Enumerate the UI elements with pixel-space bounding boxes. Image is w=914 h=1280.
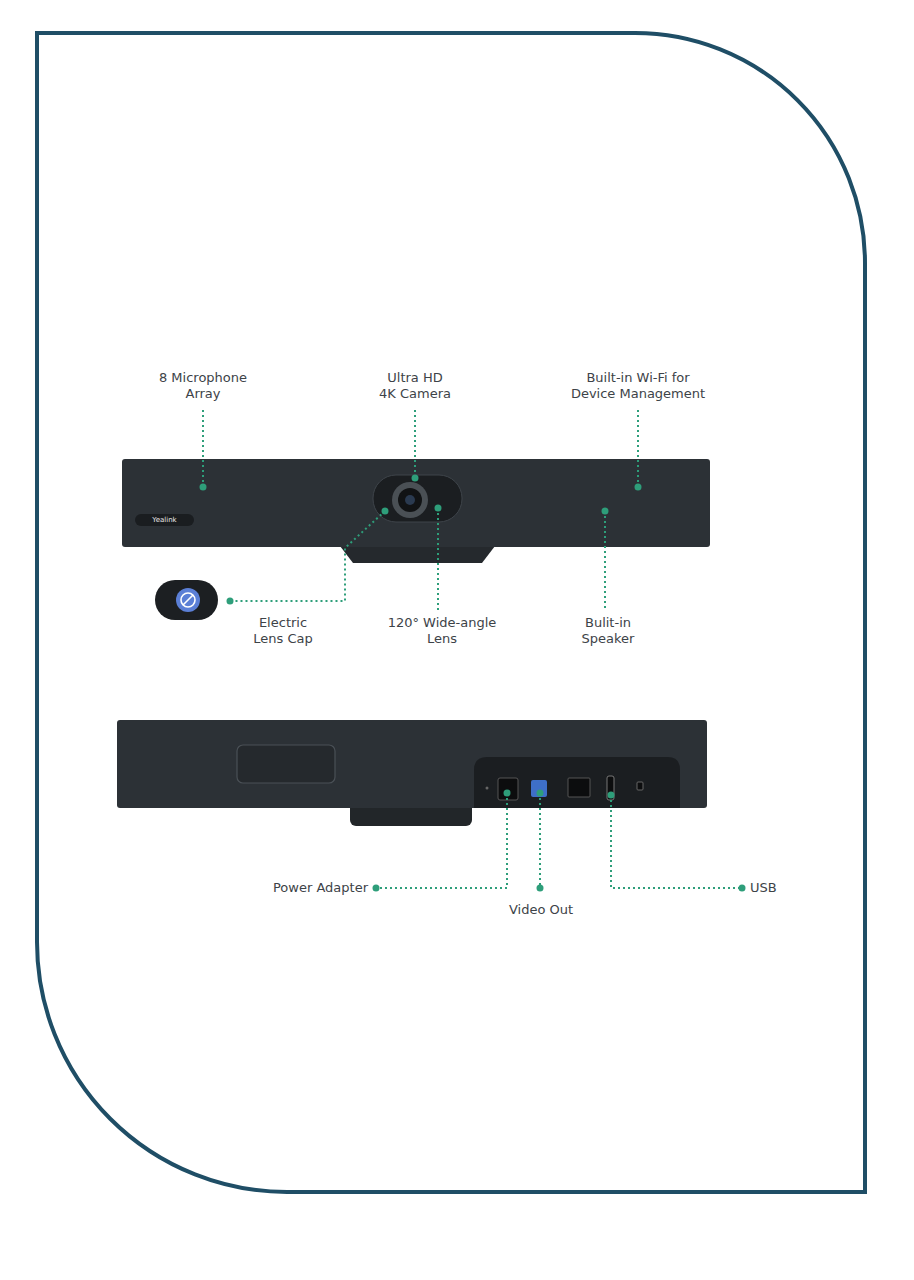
lens-cap-icon [155,580,218,620]
brand-logo: Yealink [137,515,193,525]
part-label: Video Out [496,902,586,918]
part-label: Ultra HD 4K Camera [377,370,453,402]
device-back [117,720,707,826]
part-label: 8 Microphone Array [147,370,259,402]
device-front [122,459,710,563]
leader-dots [200,475,746,892]
part-label: Built-in Wi-Fi for Device Management [563,370,713,402]
part-label: Electric Lens Cap [245,615,321,647]
part-label: Bulit-in Speaker [570,615,646,647]
leader-lines [203,410,742,888]
part-label: Power Adapter [238,880,368,896]
part-label: 120° Wide-angle Lens [386,615,498,647]
page-frame [37,33,865,1192]
part-label: USB [750,880,830,896]
